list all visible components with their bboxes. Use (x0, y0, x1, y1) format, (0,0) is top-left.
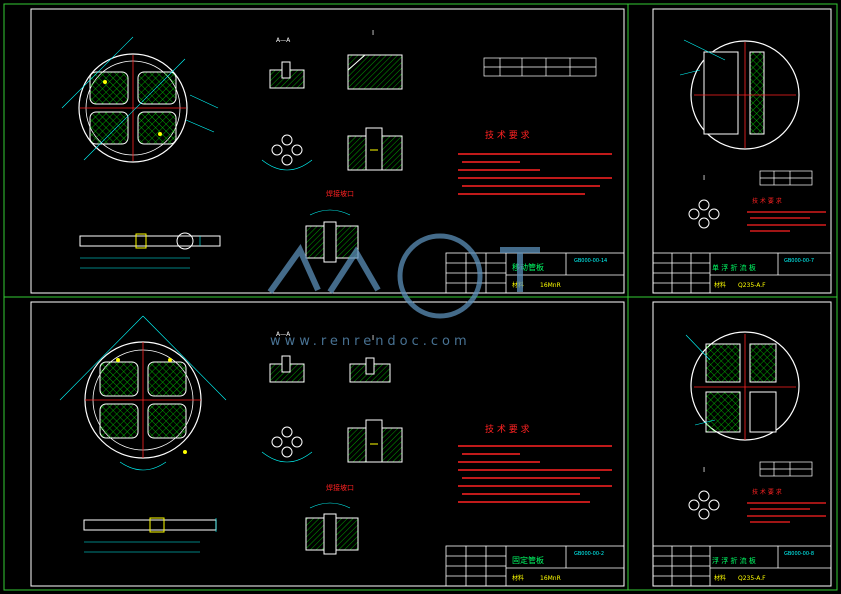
title-block-material-label: 材料 (512, 574, 524, 582)
tech-requirements-lines (747, 502, 826, 523)
weld-groove-label: 焊接坡口 (326, 483, 354, 492)
section-aa-label: A—A (276, 331, 291, 338)
title-block-drawing-no: GB000-00-7 (784, 258, 814, 264)
zoom-label: I (372, 29, 374, 37)
title-block-material-label: 材料 (714, 281, 726, 289)
parts-table (759, 170, 813, 186)
title-block-material: Q235-A.F (738, 282, 766, 289)
tubesheet-side-view (83, 517, 217, 553)
title-block-drawing-no: GB000-00-2 (574, 551, 604, 557)
tubesheet-plan-view (61, 36, 219, 163)
tech-requirements-title: 技 术 要 求 (485, 129, 530, 141)
weld-groove-detail (305, 502, 359, 555)
baffle-plan-view (685, 331, 800, 441)
title-block-material-label: 材料 (714, 574, 726, 582)
section-detail-aa (269, 355, 391, 383)
title-block (445, 252, 625, 294)
title-block-drawing-no: GB000-00-8 (784, 551, 814, 557)
title-block-name: 固定管板 (512, 555, 544, 565)
tech-requirements-lines (458, 445, 612, 503)
baffle-hole-pattern (688, 490, 720, 520)
sheet-bottom-left: 焊接坡口 A—A I 技 术 要 求 固定管板 GB000-00-2 材料 16… (30, 301, 625, 587)
zoom-label: I (703, 174, 705, 182)
tech-requirements-title: 技 术 要 求 (752, 197, 782, 205)
weld-groove-detail (305, 209, 359, 263)
sheet-top-left: 焊接坡口 A—A I 技 术 要 求 (30, 8, 625, 294)
groove-detail (347, 127, 403, 171)
parts-table (483, 57, 597, 77)
outer-frames (3, 3, 838, 591)
title-block-name: 移动管板 (512, 262, 544, 272)
sheet-bottom-right: I 技 术 要 求 浮 浮 折 流 板 GB000-00-8 材料 Q235-A… (652, 301, 832, 587)
hole-pattern-detail (261, 426, 313, 463)
section-aa-label: A—A (276, 37, 291, 44)
watermark-logo (267, 233, 540, 319)
title-block-drawing-no: GB000-00-14 (574, 258, 607, 264)
title-block-material: 16MnR (540, 575, 561, 582)
title-block-material: 16MnR (540, 282, 561, 289)
sheet-top-right: I 技 术 要 求 单 浮 折 流 板 GB000-00-7 材料 Q235-A… (652, 8, 832, 294)
tech-requirements-lines (747, 211, 826, 232)
groove-detail (347, 419, 403, 463)
title-block (445, 545, 625, 587)
tubesheet-plan-view (59, 315, 227, 471)
section-detail-aa (269, 54, 403, 90)
baffle-plan-view (679, 39, 800, 150)
hole-pattern-detail (261, 134, 313, 171)
zoom-label: I (703, 466, 705, 474)
watermark-text: www.renrendoc.com (270, 334, 471, 349)
title-block-name: 浮 浮 折 流 板 (712, 556, 756, 565)
weld-groove-label: 焊接坡口 (326, 189, 354, 198)
tubesheet-side-view (79, 232, 221, 269)
tech-requirements-title: 技 术 要 求 (485, 423, 530, 435)
tech-requirements-lines (458, 153, 612, 195)
parts-table (759, 461, 813, 477)
title-block-material: Q235-A.F (738, 575, 766, 582)
title-block (652, 252, 832, 294)
title-block (652, 545, 832, 587)
tech-requirements-title: 技 术 要 求 (752, 488, 782, 496)
title-block-name: 单 浮 折 流 板 (712, 263, 756, 272)
baffle-hole-pattern (688, 199, 720, 229)
zoom-label: I (372, 334, 374, 342)
